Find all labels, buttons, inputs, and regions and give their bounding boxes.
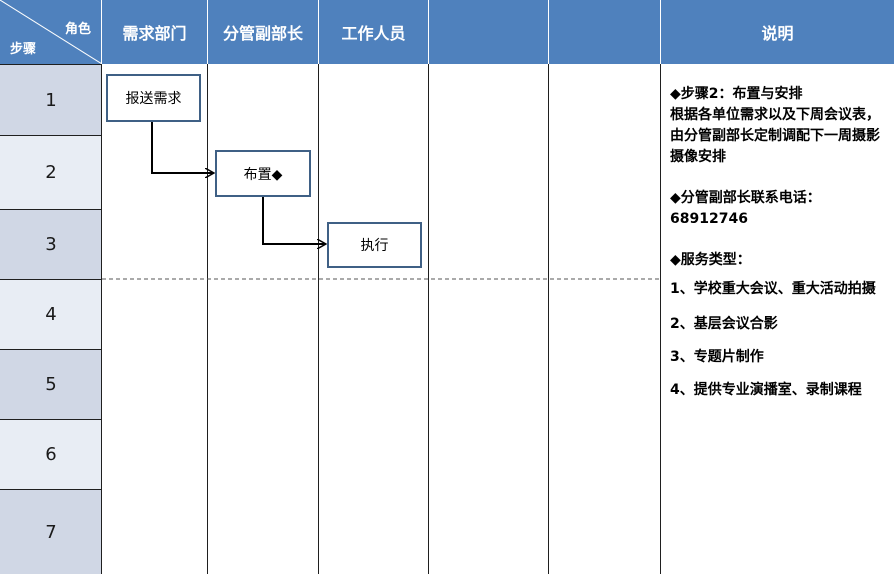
column-header-staff: 工作人员 (319, 0, 429, 64)
corner-diagonal (0, 0, 102, 64)
edge-n2-n3 (262, 197, 325, 244)
description-panel: ◆步骤2：布置与安排 根据各单位需求以及下周会议表，由分管副部长定制调配下一周摄… (670, 84, 888, 407)
edge-n1-n2 (151, 122, 213, 173)
service-item: 1、学校重大会议、重大活动拍摄 (670, 281, 876, 297)
flow-node-execute: 执行 (327, 222, 422, 268)
step-text: 根据各单位需求以及下周会议表，由分管副部长定制调配下一周摄影摄像安排 (670, 107, 880, 165)
column-header-deputy: 分管副部长 (208, 0, 319, 64)
step-cell-6: 6 (0, 419, 102, 489)
lane-divider (428, 64, 429, 574)
lane-divider (101, 64, 102, 574)
column-header-empty-2 (549, 0, 661, 64)
step-cell-7: 7 (0, 489, 102, 574)
contact-phone: 68912746 (670, 211, 748, 227)
service-item: 4、提供专业演播室、录制课程 (670, 382, 862, 398)
lane-divider (660, 64, 661, 574)
column-header-demand-dept: 需求部门 (102, 0, 208, 64)
step-cell-5: 5 (0, 349, 102, 419)
step-cell-4: 4 (0, 279, 102, 349)
corner-header: 角色 步骤 (0, 0, 102, 64)
services-title: ◆服务类型： (670, 252, 751, 268)
flow-node-submit-request: 报送需求 (106, 74, 201, 122)
service-item: 3、专题片制作 (670, 349, 764, 365)
column-header-empty-1 (429, 0, 549, 64)
lane-divider (207, 64, 208, 574)
step-cell-2: 2 (0, 135, 102, 209)
contact-label: ◆分管副部长联系电话： (670, 190, 821, 206)
flow-node-arrange: 布置◆ (215, 150, 311, 197)
step-label: 步骤 (10, 42, 37, 57)
lane-divider (318, 64, 319, 574)
lane-divider (548, 64, 549, 574)
column-header-notes: 说明 (661, 0, 894, 64)
step-cell-1: 1 (0, 64, 102, 135)
role-label: 角色 (64, 22, 91, 37)
service-item: 2、基层会议合影 (670, 316, 778, 332)
step-title: ◆步骤2：布置与安排 (670, 86, 803, 102)
step-cell-3: 3 (0, 209, 102, 279)
